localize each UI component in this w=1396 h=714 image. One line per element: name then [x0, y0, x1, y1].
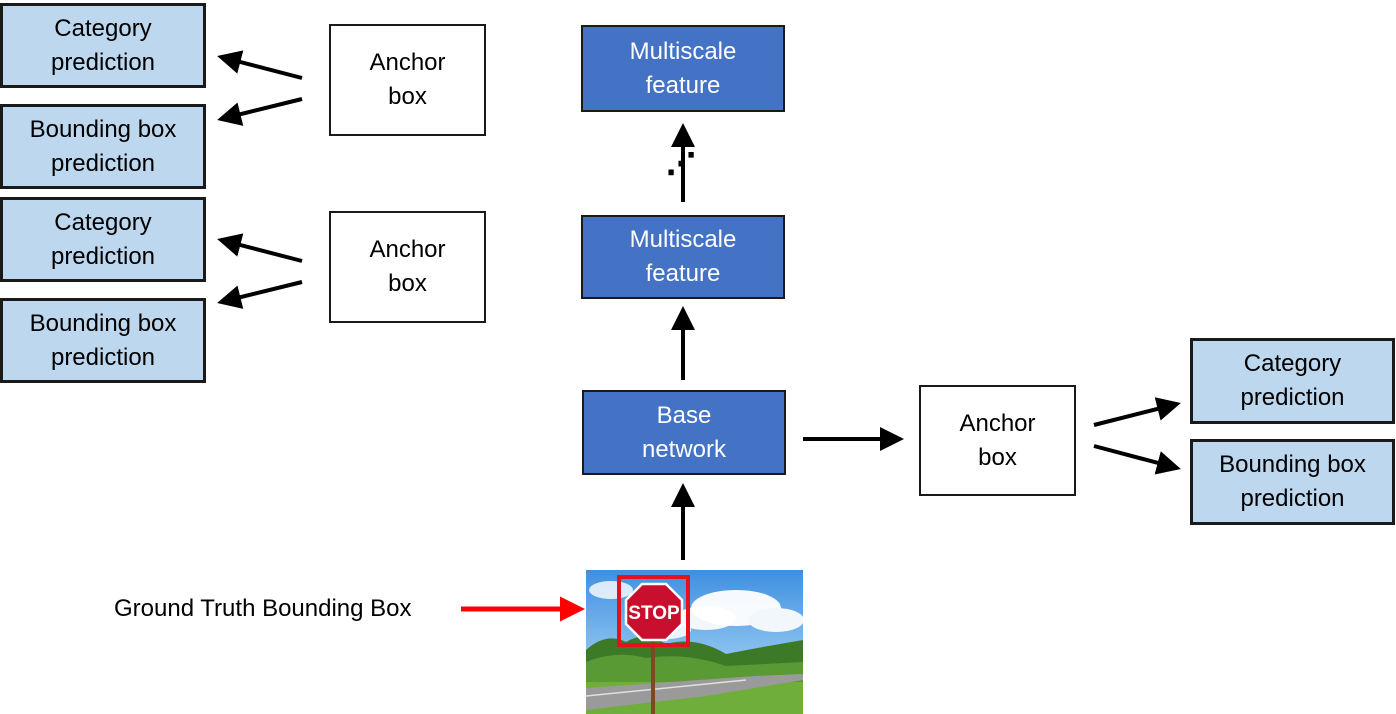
base-network-line-1: Base [656, 401, 712, 429]
base-network-box: Base network [582, 390, 786, 475]
bounding-box-prediction-line-2: prediction [1240, 485, 1345, 512]
multiscale-feature-line-2: feature [645, 260, 721, 287]
bounding-box-prediction-line-1: Bounding box [1219, 451, 1366, 478]
anchor-box-line-1: Anchor [959, 409, 1036, 437]
anchor-box-1: Anchor box [329, 24, 486, 136]
anchor-box-line-1: Anchor [369, 236, 446, 263]
category-prediction-line-2: prediction [50, 242, 156, 270]
anchor-box-line-2: box [978, 443, 1017, 471]
anchor-box-line-1: Anchor [369, 49, 446, 76]
anchor-box-line-2: box [388, 83, 427, 110]
category-prediction-box-left-1: Category prediction [0, 3, 206, 88]
category-prediction-line-2: prediction [50, 48, 156, 76]
arrow-to-category-right [1093, 397, 1181, 427]
multiscale-feature-line-1: Multiscale [629, 37, 737, 65]
arrow-to-category-1 [217, 50, 303, 80]
anchor-box-2: Anchor box [329, 211, 486, 323]
multiscale-feature-box-top: Multiscale feature [581, 25, 785, 112]
arrow-to-bbox-right [1093, 444, 1181, 475]
bounding-box-prediction-box-left-2: Bounding box prediction [0, 298, 206, 383]
category-prediction-line-1: Category [1243, 350, 1342, 377]
multiscale-feature-line-2: feature [645, 71, 721, 99]
category-prediction-line-2: prediction [1240, 384, 1345, 411]
arrow-to-bbox-1 [217, 97, 303, 126]
input-image: STOP [586, 570, 803, 714]
arrow-to-bbox-2 [217, 280, 303, 309]
stop-sign-text: STOP [628, 603, 680, 624]
anchor-box-3: Anchor box [919, 385, 1076, 496]
ground-truth-label: Ground Truth Bounding Box [114, 595, 412, 622]
bounding-box-prediction-line-1: Bounding box [29, 115, 177, 143]
stop-sign-photo: STOP [586, 570, 803, 714]
category-prediction-line-1: Category [54, 208, 152, 236]
category-prediction-box-left-2: Category prediction [0, 197, 206, 282]
bounding-box-prediction-line-2: prediction [50, 343, 156, 371]
multiscale-feature-box-middle: Multiscale feature [581, 215, 785, 299]
ground-truth-bounding-box [617, 575, 690, 647]
bounding-box-prediction-box-left-1: Bounding box prediction [0, 104, 206, 189]
category-prediction-line-1: Category [54, 14, 152, 42]
base-network-line-2: network [641, 435, 727, 463]
bounding-box-prediction-line-2: prediction [50, 149, 156, 177]
bounding-box-prediction-box-right: Bounding box prediction [1190, 439, 1395, 525]
bounding-box-prediction-line-1: Bounding box [29, 309, 177, 337]
category-prediction-box-right: Category prediction [1190, 338, 1395, 424]
multiscale-feature-line-1: Multiscale [629, 226, 737, 253]
anchor-box-line-2: box [388, 270, 427, 297]
arrow-to-category-2 [217, 233, 303, 263]
